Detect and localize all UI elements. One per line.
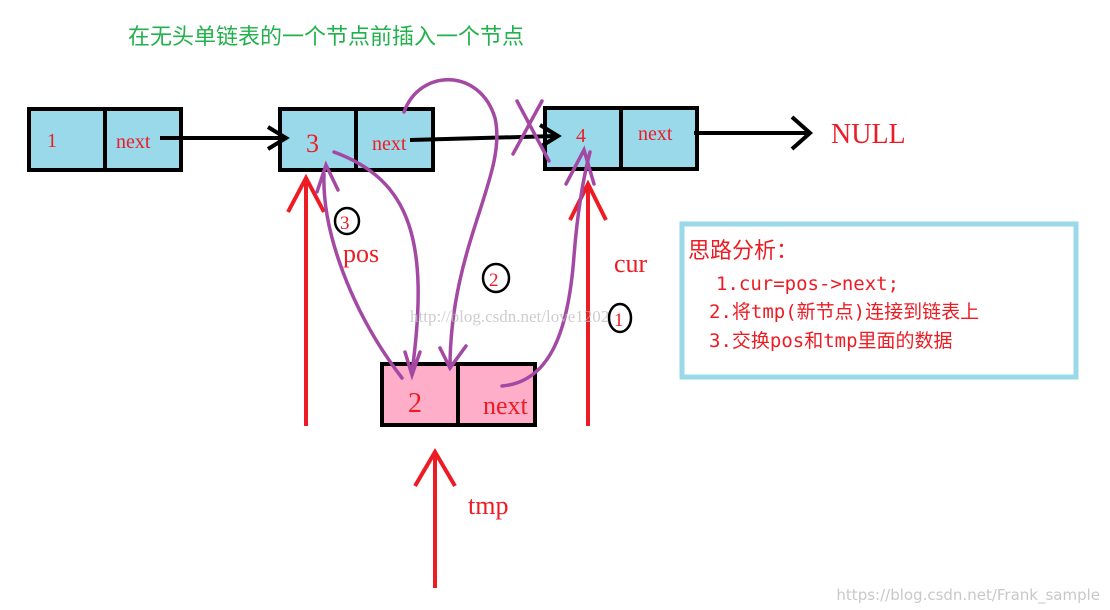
node-3-value: 3: [306, 129, 319, 158]
step-marker-3: 3: [333, 206, 361, 236]
step-marker-1-label: 1: [614, 310, 624, 331]
next-arrow-4-to-null: [694, 115, 814, 151]
tmp-next-label: next: [483, 391, 529, 420]
node-1-next-label: next: [116, 131, 151, 153]
diagram-title: 在无头单链表的一个节点前插入一个节点: [128, 25, 524, 50]
analysis-box: 思路分析： 1.cur=pos->next; 2.将tmp(新节点)连接到链表上…: [679, 221, 1079, 380]
cur-pointer-arrow: [568, 179, 608, 426]
pos-pointer-arrow: [286, 173, 326, 426]
swap-curve-left: [322, 172, 404, 380]
tmp-pointer-arrow: [413, 448, 457, 588]
node-3-value-cell: [278, 107, 358, 172]
cross-mark-stroke-1: [515, 99, 551, 163]
cur-label: cur: [614, 249, 648, 278]
swap-curve-lower-arrowhead: [403, 350, 422, 381]
list-node-1: 1 next: [27, 107, 183, 172]
tmp-node: 2 next: [380, 362, 537, 427]
step-marker-2-label: 2: [489, 270, 499, 291]
cross-mark-stroke-2: [511, 99, 544, 156]
null-label: NULL: [831, 119, 906, 150]
node-1-value: 1: [47, 130, 57, 152]
tmp-next-cell: [456, 362, 537, 427]
analysis-heading: 思路分析：: [688, 239, 798, 264]
analysis-item-3: 3.交换pos和tmp里面的数据: [709, 330, 953, 352]
watermark-corner: https://blog.csdn.net/Frank_sample: [836, 586, 1100, 605]
tmp-label: tmp: [468, 491, 508, 520]
step-marker-1: 1: [607, 302, 633, 334]
analysis-box-frame: [679, 221, 1079, 380]
analysis-item-2: 2.将tmp(新节点)连接到链表上: [709, 301, 979, 323]
purple-link-curves: [315, 78, 596, 388]
link-curve-to-node4-arrowhead: [564, 145, 596, 186]
link-curve-to-node4: [500, 150, 592, 388]
swap-curve-right: [332, 150, 420, 374]
step-marker-3-label: 3: [340, 213, 350, 234]
next-arrow-1-to-3: [160, 125, 290, 151]
list-node-4: 4 next: [543, 106, 699, 171]
node-3-next-label: next: [372, 133, 407, 155]
node-4-value: 4: [576, 125, 586, 147]
node-1-value-cell: [27, 107, 107, 172]
pos-label: pos: [343, 239, 379, 268]
link-curve-to-tmp-arrowhead: [438, 344, 468, 372]
analysis-item-1: 1.cur=pos->next;: [716, 273, 899, 295]
tmp-value: 2: [408, 388, 422, 419]
link-curve-to-tmp: [402, 78, 499, 370]
next-arrow-3-to-4: [409, 123, 562, 149]
step-marker-2: 2: [481, 262, 511, 294]
node-4-next-cell: [619, 106, 699, 171]
tmp-value-cell: [380, 362, 460, 427]
watermark-center: http://blog.csdn.net/love1202: [410, 307, 609, 326]
node-4-next-label: next: [638, 123, 673, 145]
swap-curve-arrowhead: [315, 160, 340, 194]
